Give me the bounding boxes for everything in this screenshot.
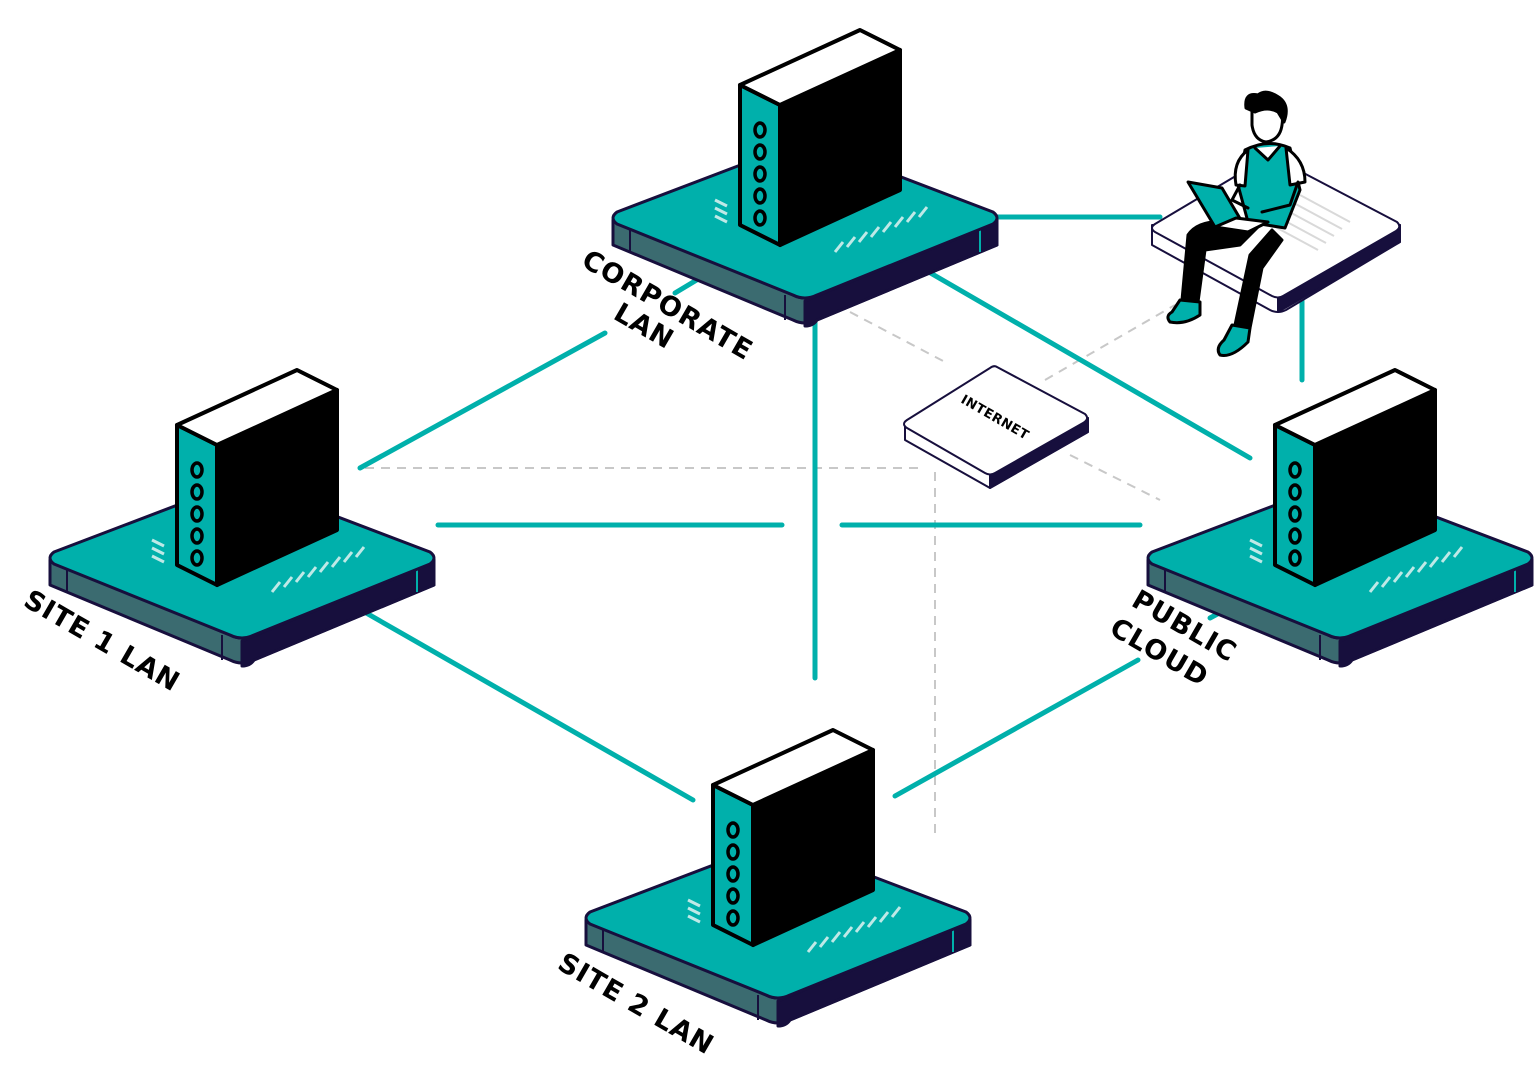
internet-connections [365,304,1176,840]
internet-pad-icon [903,365,1089,489]
server-icon [611,28,999,328]
remote-user-node [1151,90,1401,357]
internet-node: INTERNET [903,365,1089,489]
site2-lan-node: SITE 2 LAN [553,728,972,1061]
public-cloud-node: PUBLIC CLOUD [1105,368,1534,693]
person-with-laptop-icon [1166,90,1307,357]
corporate-lan-node: CORPORATE LAN [577,28,999,367]
site1-lan-node: SITE 1 LAN [19,368,436,698]
